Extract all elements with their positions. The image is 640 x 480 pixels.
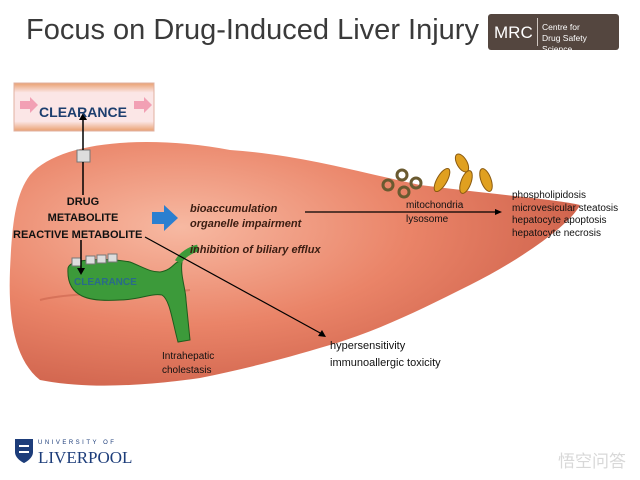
outcome-item: hepatocyte necrosis <box>512 227 601 239</box>
liverpool-logo: UNIVERSITY OF LIVERPOOL <box>14 438 132 469</box>
univ-name-text: LIVERPOOL <box>38 448 133 467</box>
slide-title: Focus on Drug-Induced Liver Injury <box>26 14 479 46</box>
outcome-item: microvesicular steatosis <box>512 202 619 214</box>
mitochondria-label: mitochondria <box>406 200 464 211</box>
mrc-line1: Centre for <box>542 22 580 32</box>
blue-arrow-icon <box>152 205 178 231</box>
cholestasis-label-2: cholestasis <box>162 365 212 376</box>
drug-label: DRUG <box>66 196 100 208</box>
bioaccumulation-label: bioaccumulation <box>190 203 278 215</box>
gallbladder <box>67 259 191 343</box>
liver-shape <box>9 142 580 386</box>
bile-transporters <box>71 253 118 267</box>
organelle-impairment-label: organelle impairment <box>190 218 302 230</box>
lysosome-icons <box>433 153 493 194</box>
blood-clearance-label: CLEARANCE <box>39 104 127 120</box>
hypersensitivity-label: hypersensitivity <box>330 340 406 352</box>
watermark: 悟空问答 <box>558 452 626 471</box>
mrc-line2: Drug Safety Science <box>542 33 587 54</box>
liverpool-crest-icon <box>15 439 33 463</box>
outcomes-list: phospholipidosis microvesicular steatosi… <box>512 190 618 240</box>
blood-vessel <box>13 82 155 132</box>
outcome-item: hepatocyte apoptosis <box>512 215 607 226</box>
mitochondria-icons <box>381 168 423 199</box>
metabolite-label: METABOLITE <box>47 212 119 224</box>
pink-arrow-left <box>20 97 38 113</box>
cholestasis-label-1: Intrahepatic <box>162 351 215 362</box>
outcome-item: phospholipidosis <box>512 190 586 201</box>
mrc-abbr: MRC <box>494 23 533 42</box>
transporter-icon <box>76 149 91 163</box>
biliary-efflux-label: inhibition of biliary efflux <box>190 244 321 256</box>
pink-arrow-right <box>134 97 152 113</box>
immunoallergic-label: immunoallergic toxicity <box>330 357 441 369</box>
lysosome-label: lysosome <box>406 214 449 225</box>
univ-top-text: UNIVERSITY OF <box>38 440 117 446</box>
bile-clearance-label: CLEARANCE <box>74 277 137 288</box>
reactive-metabolite-label: REACTIVE METABOLITE <box>13 229 143 241</box>
